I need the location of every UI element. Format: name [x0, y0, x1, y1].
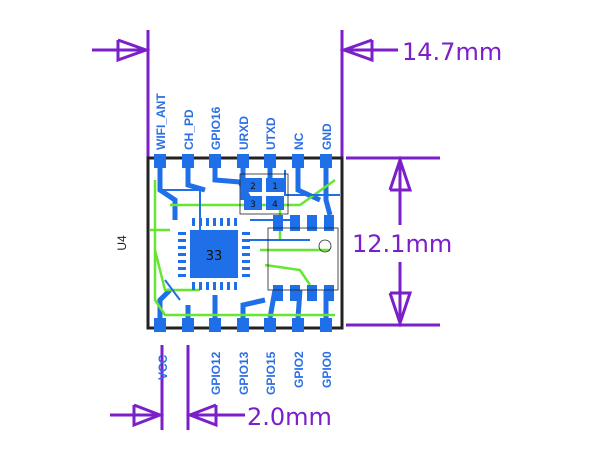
- pin-label: GPIO15: [264, 351, 278, 395]
- pin-label: GPIO2: [292, 351, 306, 388]
- width-label: 14.7mm: [402, 38, 502, 66]
- height-dimension: [346, 155, 440, 328]
- pin-label: CH_PD: [182, 109, 196, 150]
- bottom-pin-labels: VCC GPIO12 GPIO13 GPIO15 GPIO2 GPIO0: [156, 351, 334, 395]
- pitch-label: 2.0mm: [247, 403, 332, 431]
- pin-label: GPIO12: [209, 351, 223, 395]
- top-pin-labels: WIFI_ANT CH_PD GPIO16 URXD UTXD NC GND: [154, 93, 334, 150]
- crystal-pads: 2 1 3 4: [239, 173, 289, 215]
- pad-label: 2: [250, 182, 256, 192]
- pin-label: UTXD: [264, 117, 278, 150]
- pad-label: 1: [272, 182, 278, 192]
- pitch-dimension: [110, 345, 245, 430]
- pin-label: WIFI_ANT: [154, 93, 168, 150]
- chip: 33: [178, 218, 250, 290]
- pad-label: 4: [272, 200, 278, 210]
- pin-label: VCC: [156, 354, 170, 380]
- flash-chip-pads: [267, 215, 339, 301]
- pad-label: 3: [250, 200, 256, 210]
- pin-label: URXD: [237, 116, 251, 150]
- bottom-edge-pads: [154, 318, 332, 332]
- pin-label: NC: [292, 132, 306, 150]
- chip-label: 33: [206, 249, 223, 264]
- pin-label: GND: [320, 123, 334, 150]
- top-edge-pads: [154, 154, 332, 168]
- pin-label: GPIO13: [237, 351, 251, 395]
- reference-designator: U4: [115, 235, 129, 251]
- height-label: 12.1mm: [352, 230, 452, 258]
- pin-label: GPIO16: [209, 106, 223, 150]
- pin-label: GPIO0: [320, 351, 334, 388]
- width-dimension: [92, 30, 398, 158]
